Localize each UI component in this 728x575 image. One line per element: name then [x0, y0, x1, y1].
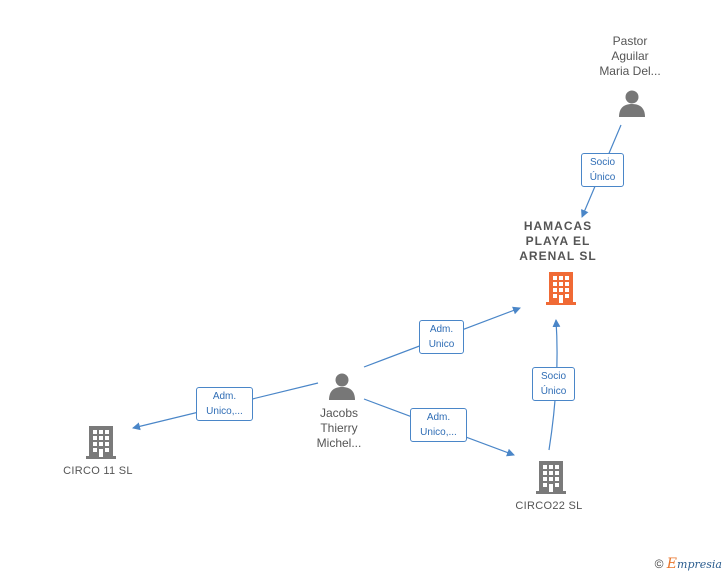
edge-label-line: Adm.	[429, 324, 454, 335]
edge-label-line: Unico	[428, 339, 455, 350]
edge-label-line: Unico,...	[206, 406, 243, 417]
node-label-line: Maria Del...	[599, 64, 661, 78]
node-label-circo22[interactable]: CIRCO22 SL	[499, 499, 599, 514]
edge-label-line: Único	[589, 172, 616, 183]
node-label-jacobs[interactable]: Jacobs Thierry Michel...	[294, 406, 384, 451]
person-icon[interactable]	[617, 88, 647, 118]
brand-name: mpresia	[677, 558, 722, 571]
copyright-icon: ©	[654, 557, 664, 571]
edge-label-line: Adm.	[426, 412, 451, 423]
edge-label-line: Adm.	[212, 391, 237, 402]
brand-logo[interactable]: © Empresia	[655, 556, 722, 572]
node-label-line: Michel...	[316, 436, 362, 450]
edge-label-jacobs-hamacas[interactable]: Adm. Unico	[419, 320, 464, 354]
node-label-line: CIRCO22 SL	[515, 500, 583, 512]
building-icon[interactable]	[535, 459, 567, 495]
node-label-line: HAMACAS	[523, 219, 593, 233]
brand-e: E	[666, 556, 678, 572]
edge-label-line: Único	[540, 386, 567, 397]
node-label-line: PLAYA EL	[525, 234, 591, 248]
person-icon[interactable]	[327, 371, 357, 401]
node-label-line: ARENAL SL	[519, 249, 597, 263]
node-label-line: Aguilar	[611, 49, 649, 63]
edge-label-line: Unico,...	[420, 427, 457, 438]
building-icon[interactable]	[545, 270, 577, 306]
edge-label-jacobs-circo11[interactable]: Adm. Unico,...	[196, 387, 253, 421]
node-label-line: Thierry	[320, 421, 358, 435]
edge-label-jacobs-circo22[interactable]: Adm. Unico,...	[410, 408, 467, 442]
edge-label-line: Socio	[540, 371, 566, 382]
building-icon[interactable]	[85, 424, 117, 460]
node-label-line: Pastor	[612, 34, 648, 48]
node-label-hamacas[interactable]: HAMACAS PLAYA EL ARENAL SL	[508, 219, 608, 264]
node-label-line: CIRCO 11 SL	[63, 465, 133, 477]
node-label-line: Jacobs	[319, 406, 359, 420]
node-label-circo11[interactable]: CIRCO 11 SL	[48, 464, 148, 479]
edge-label-circo22-hamacas[interactable]: Socio Único	[532, 367, 575, 401]
edge-label-line: Socio	[589, 157, 615, 168]
edge-label-pastor-hamacas[interactable]: Socio Único	[581, 153, 624, 187]
node-label-pastor[interactable]: Pastor Aguilar Maria Del...	[585, 34, 675, 79]
